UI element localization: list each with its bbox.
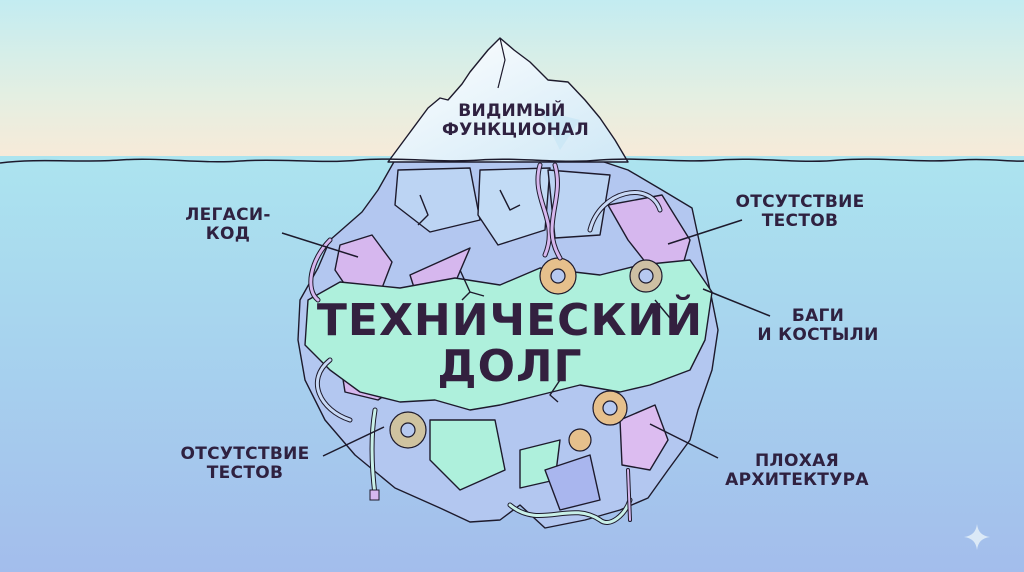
gear-icon	[629, 259, 663, 293]
label-line: ОТСУТСТВИЕ	[180, 444, 310, 464]
iceberg-underwater	[297, 159, 719, 529]
label-line: ПЛОХАЯ	[755, 451, 839, 471]
label-line: ТЕСТОВ	[761, 211, 839, 232]
label-line: БАГИ	[791, 306, 845, 326]
label-line: ВИДИМЫЙ	[458, 101, 566, 121]
cables	[308, 162, 663, 525]
label-line: КОД	[205, 224, 251, 245]
callout-bugs-and-hacks: БАГИ И КОСТЫЛИ	[748, 306, 888, 346]
label-line: ТЕСТОВ	[206, 463, 284, 484]
callout-legacy-code: ЛЕГАСИ- КОД	[178, 205, 278, 245]
label-visible-functionality: ВИДИМЫЙ ФУНКЦИОНАЛ	[442, 101, 590, 141]
diagram-title: ТЕХНИЧЕСКИЙ ДОЛГ	[302, 295, 718, 393]
label-line: АРХИТЕКТУРА	[725, 470, 869, 491]
label-line: ЛЕГАСИ-	[185, 205, 271, 225]
label-line: И КОСТЫЛИ	[757, 325, 879, 346]
pointer-lines	[281, 219, 771, 459]
sparkle-icon	[964, 524, 990, 550]
gear-icon	[389, 411, 427, 449]
gear-icon	[592, 390, 628, 426]
plug-icon	[369, 489, 380, 501]
title-line: ТЕХНИЧЕСКИЙ	[316, 295, 704, 346]
label-line: ФУНКЦИОНАЛ	[442, 120, 590, 141]
gear-icon	[539, 257, 577, 295]
callout-no-tests-top: ОТСУТСТВИЕ ТЕСТОВ	[725, 192, 875, 232]
callout-no-tests-bottom: ОТСУТСТВИЕ ТЕСТОВ	[170, 444, 320, 484]
waterline	[0, 158, 1024, 164]
title-line: ДОЛГ	[437, 341, 583, 393]
label-line: ОТСУТСТВИЕ	[735, 192, 865, 212]
callout-bad-architecture: ПЛОХАЯ АРХИТЕКТУРА	[712, 451, 882, 491]
gear-icon	[568, 428, 592, 452]
